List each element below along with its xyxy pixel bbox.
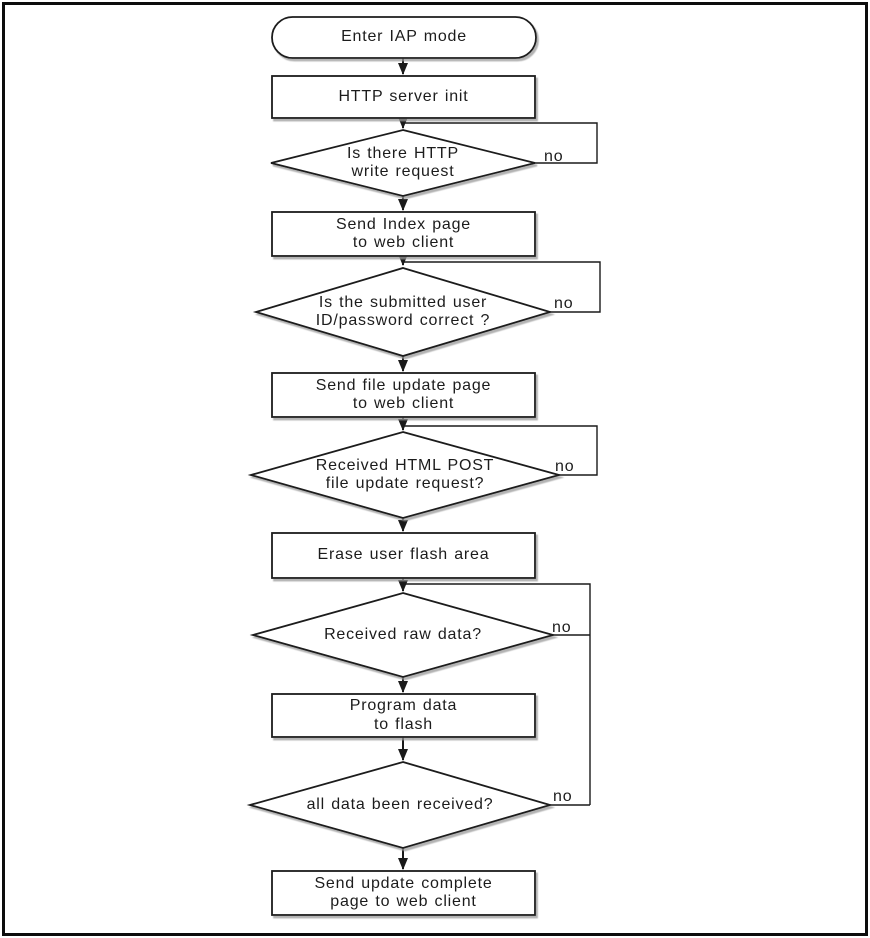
loop-shared-right-rail (403, 583, 591, 805)
decision-received-html-post-shape (247, 431, 563, 519)
decision-http-write-request-shape (270, 129, 536, 197)
process-program-data-shape (271, 693, 536, 738)
decision-all-data-received-shape (246, 761, 554, 849)
process-send-index-page-shape (271, 211, 536, 257)
process-http-server-init-shape (271, 75, 536, 119)
loop-no-received-html-post (403, 425, 598, 476)
decision-received-raw-data-shape (249, 592, 557, 678)
loop-no-http-write-request (403, 122, 598, 164)
terminator-start-shape (271, 16, 537, 59)
process-send-file-update-page-shape (271, 372, 536, 418)
loop-no-id-password-correct (403, 261, 601, 313)
process-send-update-complete-shape (271, 870, 536, 916)
process-erase-user-flash-shape (271, 532, 536, 579)
decision-id-password-correct-shape (252, 267, 554, 357)
